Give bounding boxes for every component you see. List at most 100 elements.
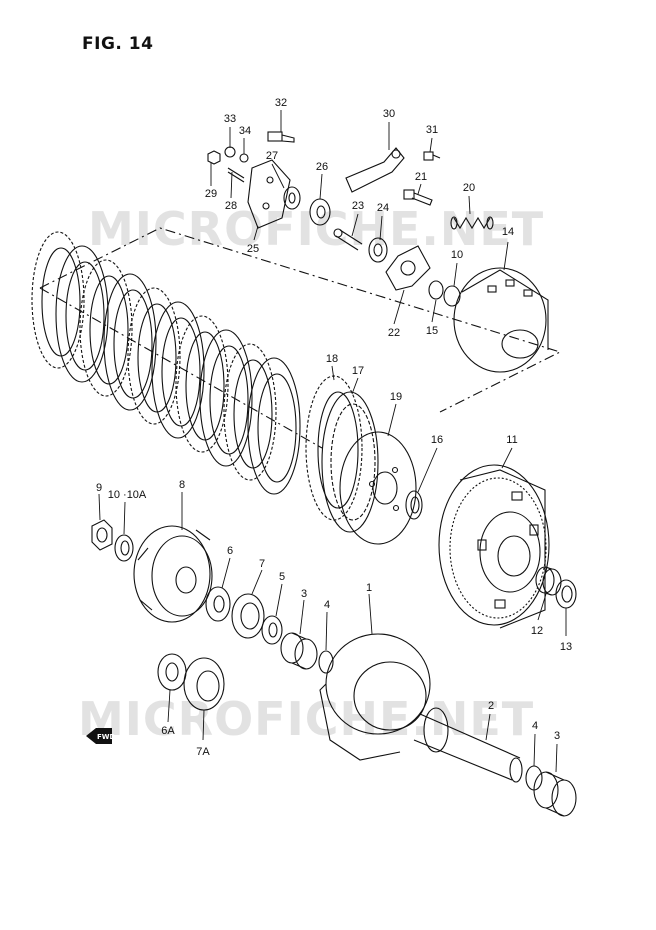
clutch-plate	[175, 315, 229, 453]
part-10-washer	[443, 285, 461, 307]
clutch-plate-inner	[185, 331, 225, 441]
part-32-bolt	[267, 131, 295, 143]
callout-2: 2	[487, 700, 495, 712]
callout-28: 28	[224, 200, 238, 212]
clutch-plate	[79, 259, 133, 397]
part-25-release-plate	[247, 159, 291, 229]
clutch-plate-inner	[161, 317, 201, 427]
callout-3: 3	[300, 588, 308, 600]
part-18-drive-plate	[305, 375, 363, 521]
clutch-plate	[223, 343, 277, 481]
callout-29: 29	[204, 188, 218, 200]
part-6a-bearing	[157, 653, 187, 691]
watermark-bottom: MICROFICHE.NET	[78, 692, 534, 746]
fwd-label: FWD	[97, 733, 116, 741]
clutch-plate-inner	[113, 289, 153, 399]
part-29-nut	[207, 150, 221, 165]
callout-32: 32	[274, 97, 288, 109]
clutch-plate-inner	[65, 261, 105, 371]
clutch-plate-inner	[41, 247, 81, 357]
callout-33: 33	[223, 113, 237, 125]
part-14-pressure-plate	[453, 267, 549, 373]
callout-12: 12	[530, 625, 544, 637]
clutch-plate	[127, 287, 181, 425]
callout-18: 18	[325, 353, 339, 365]
callout-20: 20	[462, 182, 476, 194]
clutch-plate	[199, 329, 253, 467]
callout-26: 26	[315, 161, 329, 173]
part-21-bolt	[403, 189, 433, 206]
callout-21: 21	[414, 171, 428, 183]
part-5-washer	[261, 615, 283, 645]
callout-27: 27	[265, 150, 279, 162]
part-30-release-lever	[345, 147, 405, 193]
leader-lines	[98, 110, 567, 773]
part-15-washer	[428, 280, 444, 300]
callout-9: 9	[95, 482, 103, 494]
callout-34: 34	[238, 125, 252, 137]
part-17-driven-plate	[321, 391, 379, 533]
clutch-plate	[55, 245, 109, 383]
callout-10-top: 10	[450, 249, 464, 261]
callout-16: 16	[430, 434, 444, 446]
watermark-top: MICROFICHE.NET	[88, 202, 544, 256]
callout-6a: 6A	[161, 725, 175, 737]
part-31-bolt	[423, 151, 441, 161]
clutch-plate	[247, 357, 301, 495]
clutch-plate	[151, 301, 205, 439]
part-8-one-way-clutch	[133, 525, 213, 623]
fwd-direction-tag: FWD	[86, 728, 116, 744]
part-27-seal	[283, 186, 301, 210]
part-11-primary-gear-assembly	[438, 464, 550, 629]
part-12-spacer	[535, 566, 562, 596]
part-28-adjusting-screw	[227, 167, 245, 183]
clutch-plate	[31, 231, 85, 369]
callout-4: 4	[323, 599, 331, 611]
callout-22: 22	[387, 327, 401, 339]
callout-17: 17	[351, 365, 365, 377]
callout-3-lower: 3	[553, 730, 561, 742]
clutch-plate-inner	[209, 345, 249, 455]
part-24-bearing	[368, 237, 388, 263]
part-1-clutch-housing	[319, 633, 431, 761]
part-9-nut	[91, 519, 113, 551]
callout-5: 5	[278, 571, 286, 583]
callout-6: 6	[226, 545, 234, 557]
callout-10-10a: 10 ·10A	[107, 489, 147, 501]
part-2-shaft	[413, 707, 523, 783]
callout-8: 8	[178, 479, 186, 491]
callout-7: 7	[258, 558, 266, 570]
callout-31: 31	[425, 124, 439, 136]
callout-23: 23	[351, 200, 365, 212]
clutch-plate	[103, 273, 157, 411]
part-19-sleeve-hub	[339, 431, 417, 545]
clutch-plate-inner	[233, 359, 273, 469]
part-33-nut	[224, 146, 236, 158]
figure-title: FIG. 14	[82, 34, 154, 54]
callout-11: 11	[506, 434, 518, 446]
part-6-bearing	[205, 586, 231, 622]
part-3-needle-bearing	[280, 632, 318, 670]
part-20-spring	[450, 216, 494, 230]
clutch-plate-inner	[89, 275, 129, 385]
part-7-bearing	[231, 593, 265, 639]
callout-19: 19	[389, 391, 403, 403]
callout-14: 14	[501, 226, 515, 238]
callout-15: 15	[425, 325, 439, 337]
clutch-plate-stack	[31, 231, 301, 495]
callout-25: 25	[246, 243, 260, 255]
clutch-plate-inner	[137, 303, 177, 413]
part-10-10a-washer	[114, 534, 134, 562]
part-22-lifter-plate	[385, 245, 431, 291]
plates-group-outline	[39, 227, 562, 449]
callout-24: 24	[376, 202, 390, 214]
part-23-push-rod	[333, 228, 363, 251]
part-4-circlip	[318, 650, 334, 674]
part-34-washer	[239, 153, 249, 163]
clutch-plate-inner	[257, 373, 297, 483]
part-13-washer	[555, 579, 577, 609]
part-16-washer	[405, 490, 423, 520]
callout-7a: 7A	[196, 746, 210, 758]
callout-13: 13	[559, 641, 573, 653]
